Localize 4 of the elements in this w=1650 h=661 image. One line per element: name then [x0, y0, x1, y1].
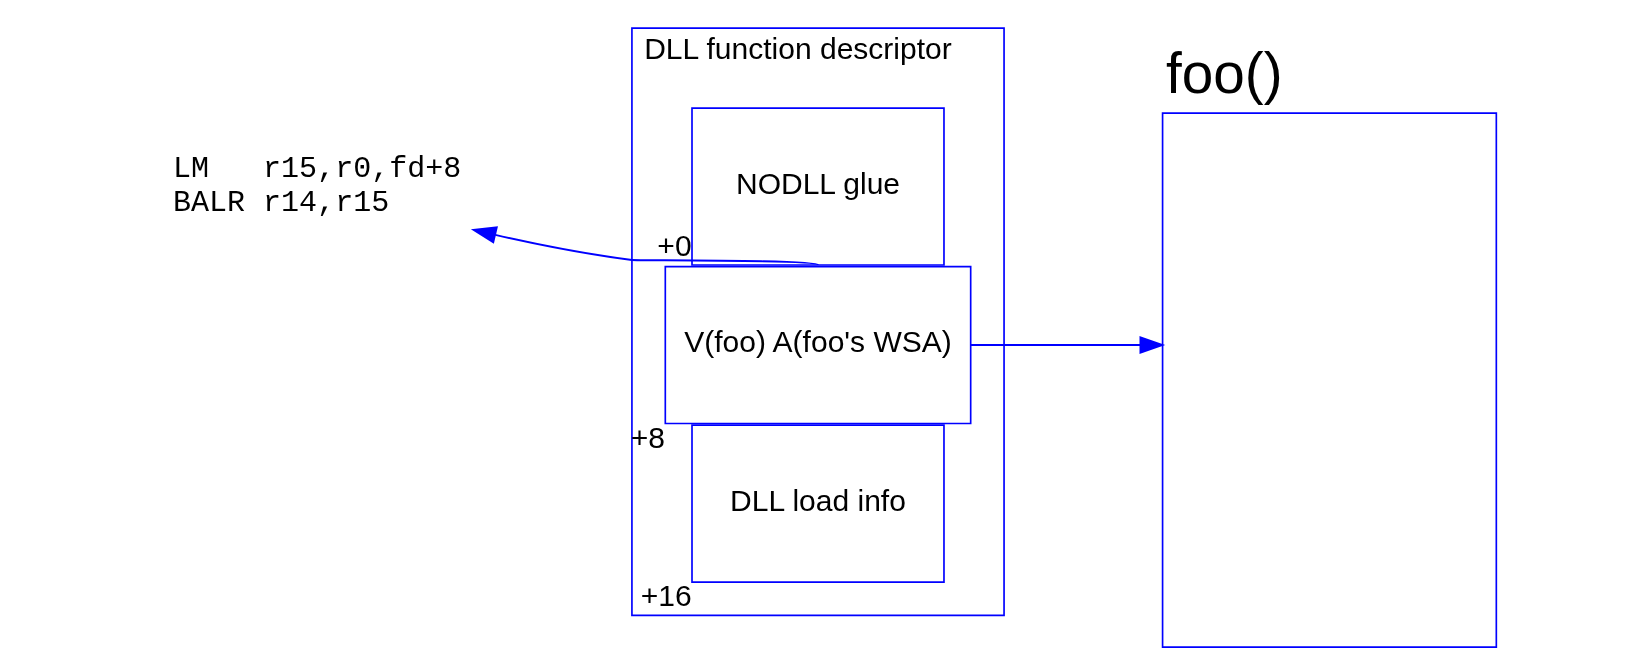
node-label: +0: [656, 228, 692, 262]
node-label: foo(): [1165, 42, 1283, 106]
node-label: +16: [640, 579, 692, 613]
node-text: LM r15,r0,fd+8 BALR r14,r15: [172, 152, 461, 220]
